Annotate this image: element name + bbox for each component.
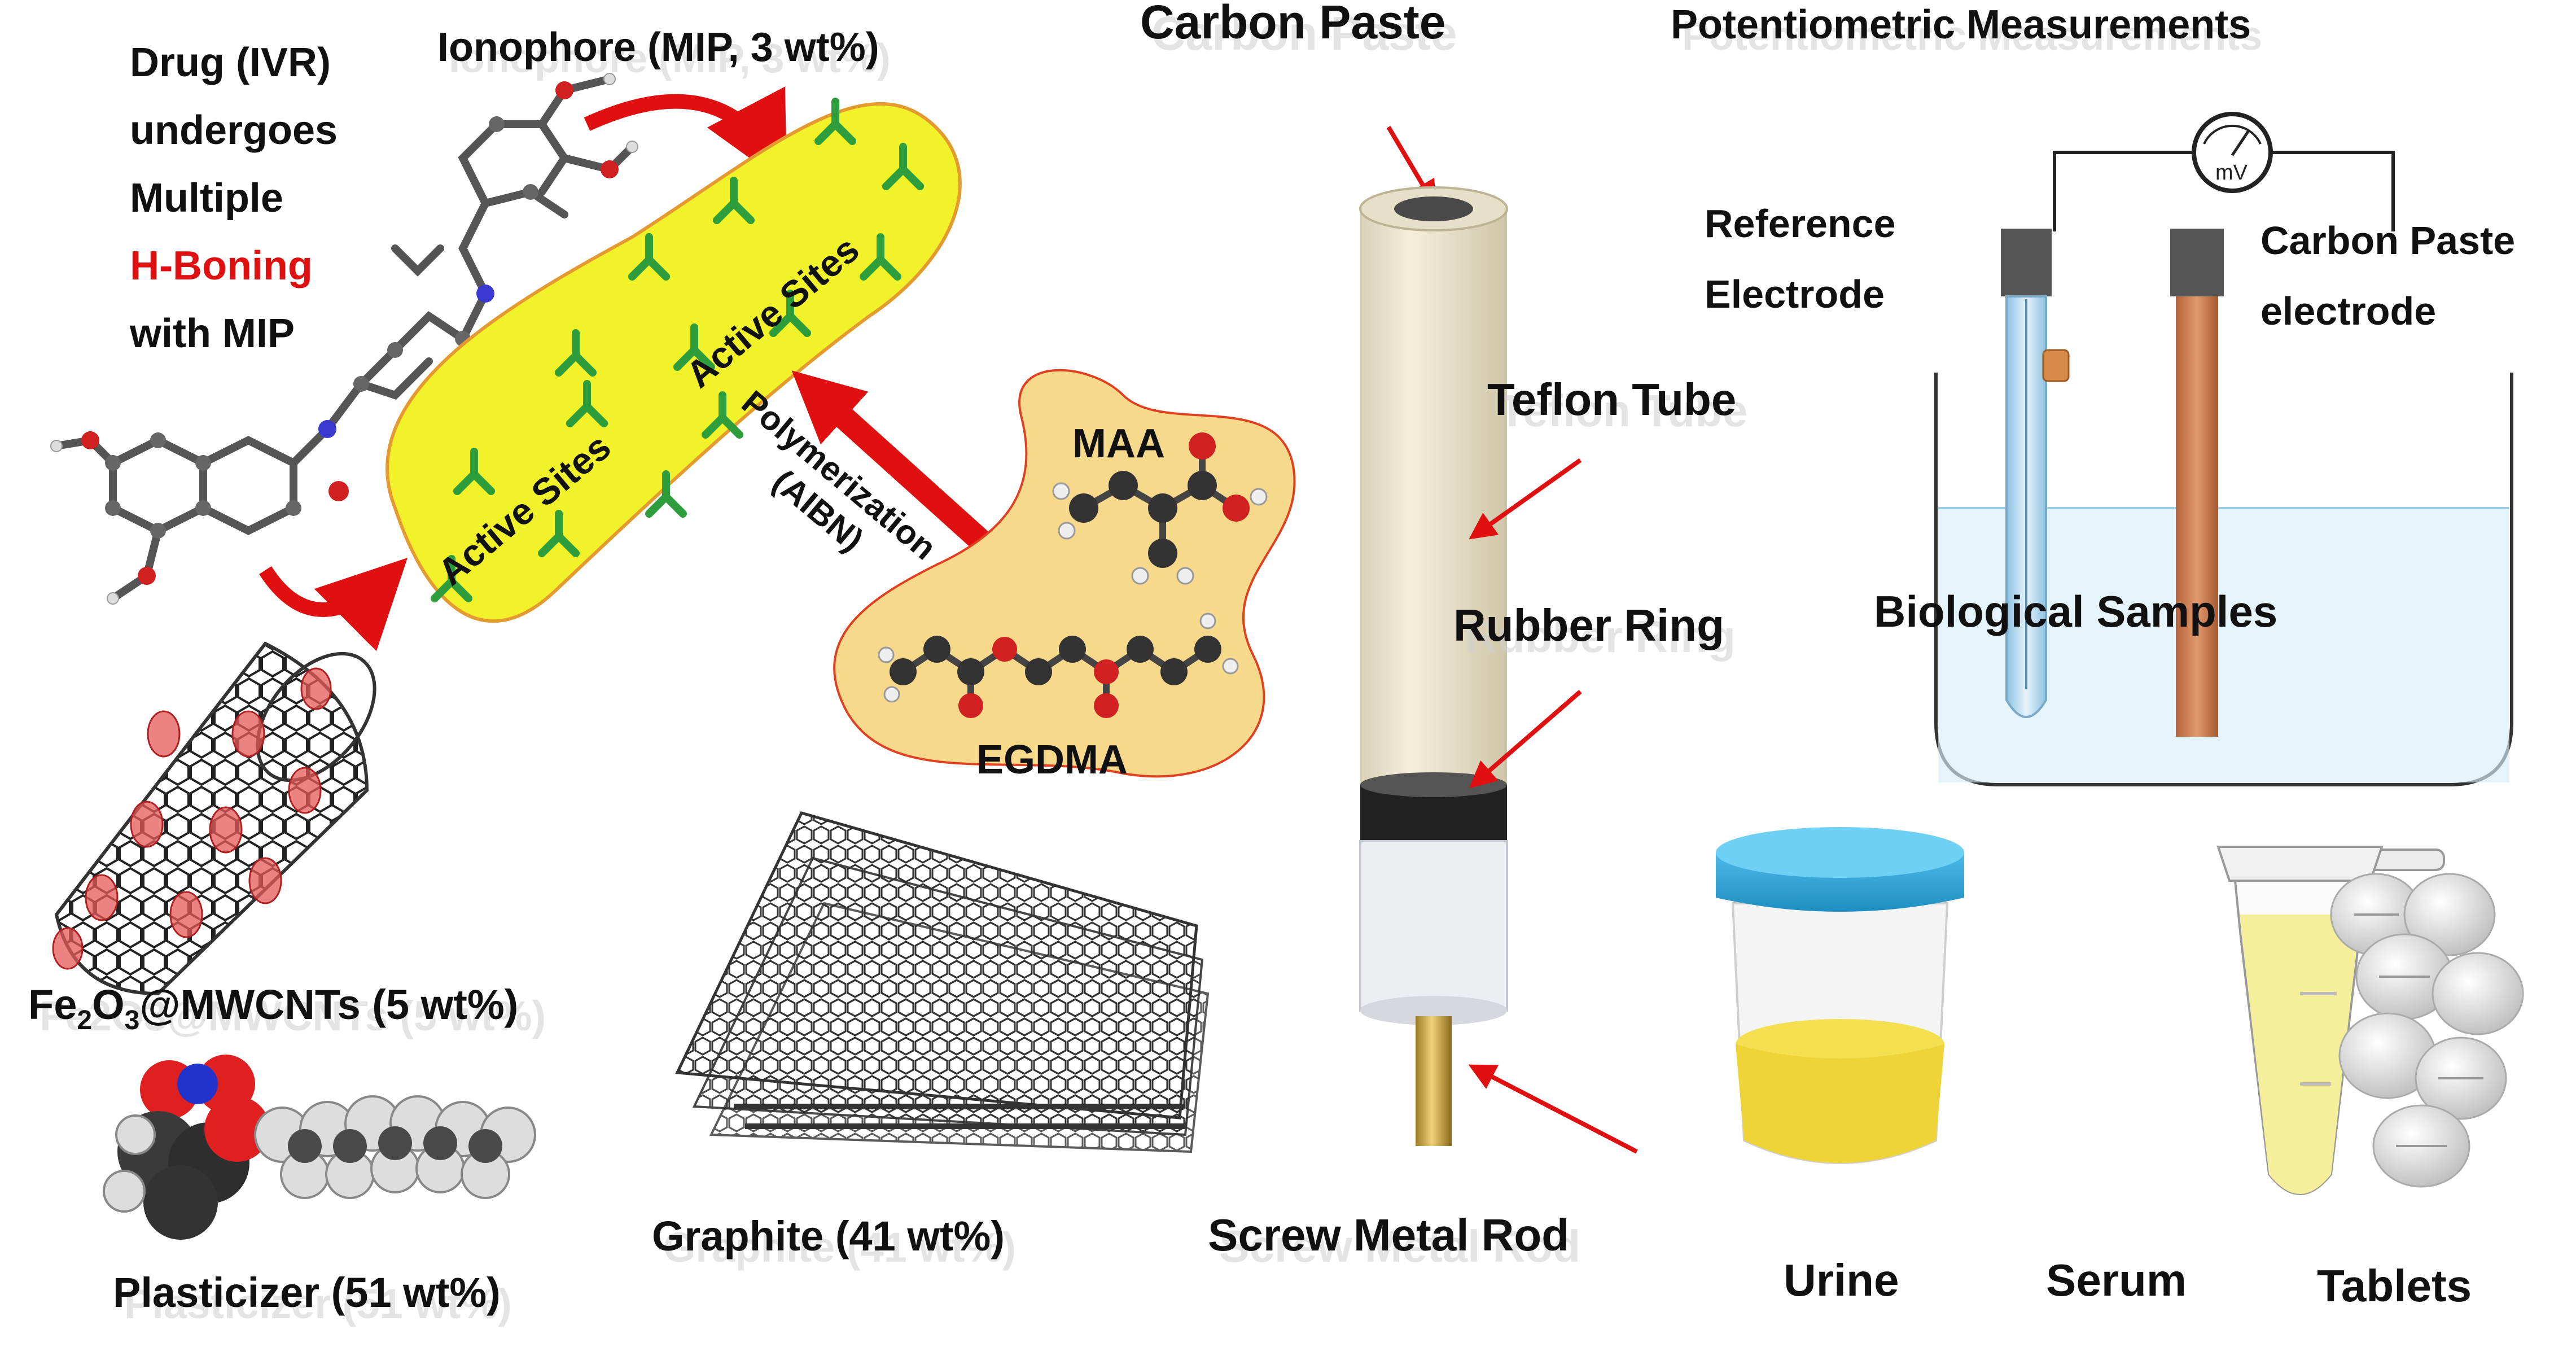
urine-container-icon — [1716, 827, 1964, 1164]
nanotube-label-shadow: Fe2O3@MWCNTs (5 wt%) — [40, 992, 546, 1039]
biological-samples-label: Biological Samples — [1874, 587, 2277, 636]
ionophore-shadow: Ionophore (MIP, 3 wt%) — [449, 36, 891, 81]
urine-label: Urine — [1784, 1255, 1899, 1305]
monomer-region: MAA EGDMA — [833, 369, 1296, 782]
teflon-tube-body — [1360, 209, 1507, 785]
graphite-label-shadow: Graphite (41 wt%) — [663, 1224, 1016, 1271]
nanotube-label: Fe2O3@MWCNTs (5 wt%) — [28, 981, 518, 1035]
ionophore-label: Ionophore (MIP, 3 wt%) — [437, 25, 879, 70]
drug-section: Drug (IVR) undergoes Multiple H-Boning w… — [50, 40, 638, 605]
potentiometric-title-shadow: Potentiometric Measurements — [1682, 14, 2262, 59]
carbon-paste-title-shadow: Carbon Paste — [1151, 7, 1457, 60]
active-site-icons — [431, 98, 924, 602]
cpe-body — [2176, 296, 2218, 737]
serum-tube-icon — [2216, 846, 2445, 1195]
drug-text-line2: undergoes — [130, 108, 338, 153]
potentiometric-title: Potentiometric Measurements — [1671, 2, 2251, 47]
reference-electrode-label-line1: Reference — [1705, 202, 1896, 246]
screw-metal-rod — [1416, 1016, 1452, 1146]
screw-metal-rod-label: Screw Metal Rod — [1208, 1210, 1569, 1260]
graphite-label: Graphite (41 wt%) — [652, 1213, 1005, 1259]
voltmeter-unit: mV — [2215, 161, 2248, 185]
rubber-label-shadow: Rubber Ring — [1465, 611, 1736, 662]
teflon-tube-label: Teflon Tube — [1487, 374, 1736, 425]
drug-binding-arrow — [259, 557, 408, 651]
cpe-label-line1: Carbon Paste — [2260, 218, 2515, 263]
cpe-cap — [2170, 229, 2224, 296]
rubber-ring-label: Rubber Ring — [1453, 600, 1724, 650]
plasticizer-molecule-icon — [103, 1055, 536, 1240]
potentiometric-setup: mV — [1934, 112, 2513, 786]
cpe-label-line2: electrode — [2260, 289, 2436, 333]
maa-molecule-icon — [1052, 432, 1268, 585]
electrode-base — [1359, 840, 1508, 1012]
drug-text-line5: with MIP — [129, 311, 295, 356]
rubber-ring-arrow — [1469, 689, 1582, 789]
polymerization-arrow — [791, 370, 991, 551]
drug-molecule-atoms — [50, 73, 638, 605]
plasticizer-label-shadow: Plasticizer (51 wt%) — [124, 1280, 512, 1327]
mwcnt-nanotube-icon — [52, 641, 376, 996]
drug-text-line3: Multiple — [130, 176, 283, 221]
metal-rod-label-shadow: Screw Metal Rod — [1219, 1221, 1580, 1271]
fe2o3-particles — [52, 667, 332, 970]
reference-electrode-label-line2: Electrode — [1705, 272, 1885, 316]
drug-text-line1: Drug (IVR) — [130, 40, 331, 85]
carbon-paste-title: Carbon Paste — [1140, 0, 1446, 49]
ionophore-arrow — [584, 86, 787, 185]
egdma-label: EGDMA — [976, 737, 1128, 782]
serum-label: Serum — [2046, 1255, 2187, 1305]
metal-rod-arrow — [1468, 1064, 1638, 1154]
tablets-label: Tablets — [2317, 1261, 2472, 1311]
teflon-label-shadow: Teflon Tube — [1499, 386, 1747, 436]
maa-label: MAA — [1072, 421, 1165, 466]
plasticizer-label: Plasticizer (51 wt%) — [113, 1269, 501, 1316]
carbon-paste-electrode-diagram — [1359, 186, 1508, 1146]
teflon-arrow — [1469, 458, 1582, 540]
graphite-sheets-icon — [675, 811, 1210, 1153]
reference-electrode-cap — [2001, 229, 2052, 296]
egdma-molecule-icon — [878, 613, 1239, 718]
tablets-icon — [2330, 873, 2524, 1188]
drug-text-line4: H-Boning — [130, 243, 313, 288]
